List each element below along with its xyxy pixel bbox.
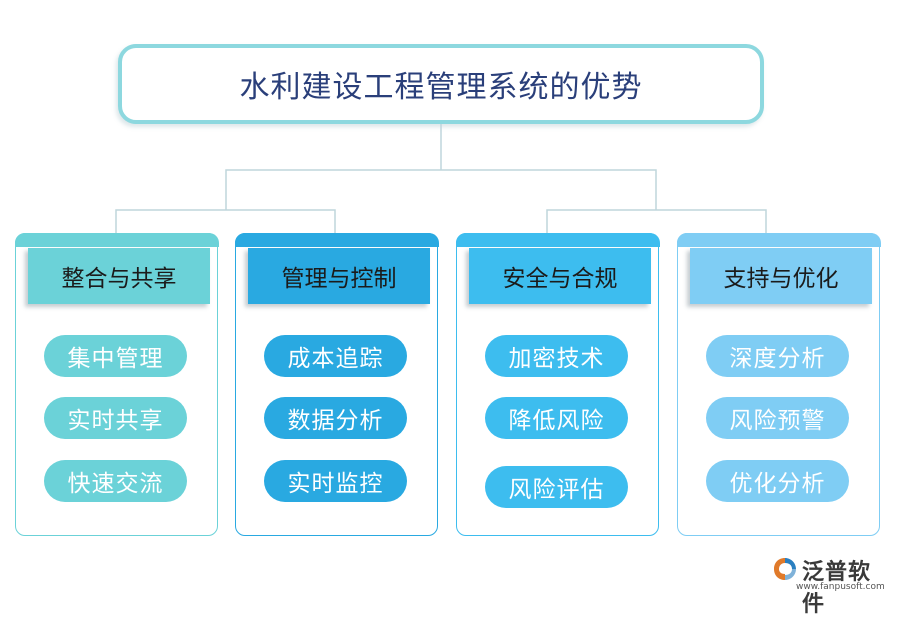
connector-left-bracket bbox=[115, 209, 336, 233]
item-pill: 集中管理 bbox=[44, 335, 187, 377]
item-pill: 实时监控 bbox=[264, 460, 407, 502]
brand-logo: 泛普软件 www.fanpusoft.com bbox=[772, 554, 892, 617]
item-pill: 快速交流 bbox=[44, 460, 187, 502]
item-pill: 成本追踪 bbox=[264, 335, 407, 377]
column-header: 安全与合规 bbox=[469, 248, 651, 304]
column-optimization: 支持与优化 深度分析 风险预警 优化分析 bbox=[676, 232, 881, 536]
item-pill: 风险预警 bbox=[706, 397, 849, 439]
item-pill: 实时共享 bbox=[44, 397, 187, 439]
column-header: 支持与优化 bbox=[690, 248, 872, 304]
diagram-title: 水利建设工程管理系统的优势 bbox=[239, 70, 643, 105]
item-pill: 数据分析 bbox=[264, 397, 407, 439]
column-management: 管理与控制 成本追踪 数据分析 实时监控 bbox=[234, 232, 439, 536]
column-band bbox=[14, 232, 219, 247]
column-header: 管理与控制 bbox=[248, 248, 430, 304]
fanpu-logo-icon bbox=[774, 558, 796, 580]
column-header: 整合与共享 bbox=[28, 248, 210, 304]
item-pill: 风险评估 bbox=[485, 466, 628, 508]
column-band bbox=[455, 232, 660, 247]
connector-right-bracket bbox=[546, 209, 767, 233]
item-pill: 加密技术 bbox=[485, 335, 628, 377]
title-box: 水利建设工程管理系统的优势 bbox=[118, 44, 764, 124]
column-band bbox=[676, 232, 881, 247]
connector-lines bbox=[115, 124, 767, 233]
item-pill: 降低风险 bbox=[485, 397, 628, 439]
item-pill: 深度分析 bbox=[706, 335, 849, 377]
column-security: 安全与合规 加密技术 降低风险 风险评估 bbox=[455, 232, 660, 536]
column-integration: 整合与共享 集中管理 实时共享 快速交流 bbox=[14, 232, 219, 536]
item-pill: 优化分析 bbox=[706, 460, 849, 502]
column-band bbox=[234, 232, 439, 247]
logo-url: www.fanpusoft.com bbox=[796, 582, 885, 592]
connector-left-branch bbox=[225, 169, 657, 210]
